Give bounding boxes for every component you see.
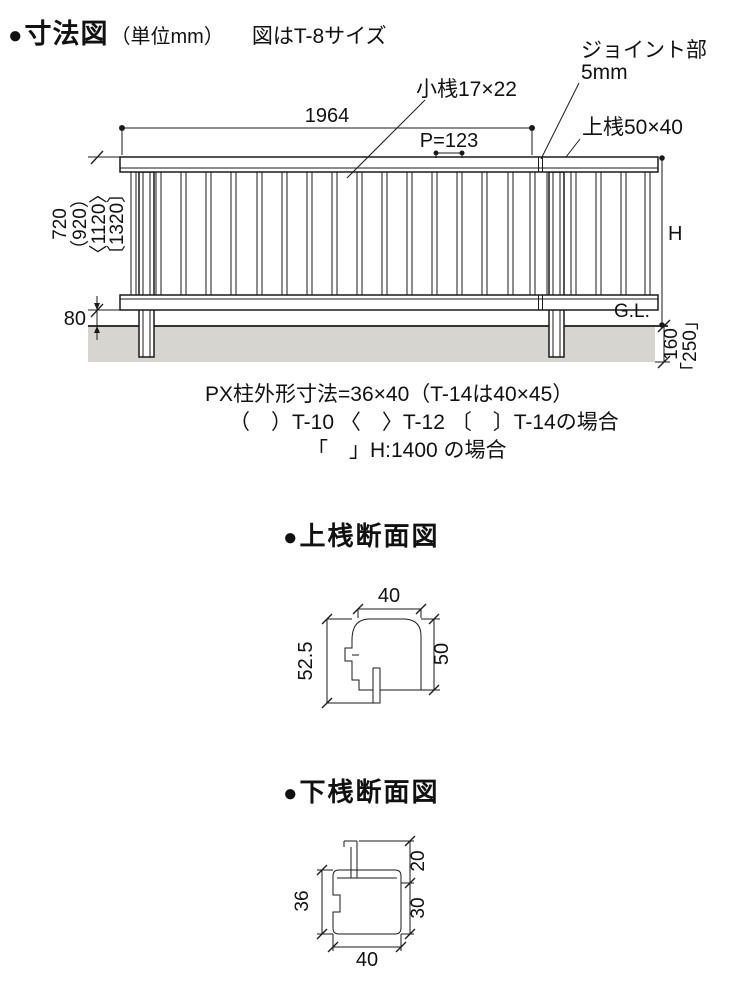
top-section-left-label: 52.5 — [295, 642, 317, 681]
bottom-section-width-label: 40 — [356, 949, 378, 971]
joint-leader-line — [540, 82, 580, 160]
top-section-right-dimension: 50 — [421, 613, 453, 696]
joint-label-line1: ジョイント部 — [581, 39, 707, 62]
slat-leader-line — [346, 99, 426, 179]
h-dimension: H — [659, 155, 682, 328]
page-title-text: 寸法図 — [24, 19, 109, 49]
ground-level-label: G.L. — [614, 301, 650, 322]
note-bracket-legend: （ ）T-10 〈 〉T-12 〔 〕T-14の場合 — [229, 411, 619, 434]
top-rail-section-heading: ● 上桟断面図 — [283, 516, 440, 553]
joint-label-line2: 5mm — [581, 61, 628, 84]
slat-label: 小桟17×22 — [416, 78, 517, 101]
h-symbol-label: H — [668, 223, 682, 245]
size-note: 図はT-8サイズ — [251, 25, 387, 48]
pitch-dimension: P=123 — [420, 130, 478, 158]
unit-note: （単位mm） — [110, 26, 224, 48]
top-rail-section-drawing: 40 52.5 50 — [295, 585, 453, 709]
height-dim-t10: （920） — [69, 189, 91, 259]
embed-dimension: 160 「250」 — [655, 311, 701, 381]
top-rail-leader-line — [565, 138, 581, 158]
bullet-icon: ● — [8, 22, 23, 49]
top-section-left-dimension: 52.5 — [295, 613, 373, 709]
width-dimension: 1964 — [119, 105, 535, 155]
bottom-rail-section-drawing: 20 30 36 40 — [292, 835, 429, 971]
top-rail-label: 上桟50×40 — [582, 116, 683, 139]
bottom-section-fin-dimension: 20 30 — [359, 835, 429, 940]
bottom-rail-section-title: 下桟断面図 — [299, 777, 440, 807]
top-section-right-label: 50 — [431, 643, 453, 665]
top-section-width-label: 40 — [378, 585, 400, 607]
bottom-section-fin-label: 20 — [408, 850, 429, 871]
embed-dim-label: 160 — [661, 328, 682, 360]
ground-fill — [88, 326, 655, 362]
top-section-width-dimension: 40 — [352, 585, 427, 618]
page-title: ● 寸法図 （単位mm） 図はT-8サイズ — [8, 12, 387, 51]
note-h1400: 「 」H:1400 の場合 — [307, 439, 507, 462]
height-dimensions: 720 （920） 〈1120〉 〔1320〕 — [50, 150, 128, 318]
height-dim-t14: 〔1320〕 — [106, 184, 128, 264]
joint-mark — [538, 157, 543, 310]
bottom-rail-section-heading: ● 下桟断面図 — [283, 772, 440, 809]
height-dim-t8: 720 — [50, 208, 71, 240]
bottom-rail-profile — [332, 869, 402, 935]
fence-elevation-drawing: 1964 P=123 小桟17×22 ジョイント部 5mm 上桟50×40 72… — [50, 39, 707, 381]
top-rail-profile — [344, 618, 422, 704]
bottom-gap-dimension: 80 — [64, 296, 100, 340]
post-left — [138, 171, 155, 358]
bullet-icon: ● — [283, 780, 298, 807]
bottom-rail — [119, 294, 659, 311]
note-px-post: PX柱外形寸法=36×40（T-14は40×45） — [205, 383, 574, 406]
post-right — [548, 171, 565, 358]
bottom-section-body-label: 30 — [408, 897, 429, 918]
height-dim-t12: 〈1120〉 — [88, 185, 110, 264]
bottom-gap-label: 80 — [64, 308, 86, 330]
top-rail-section-title: 上桟断面図 — [299, 521, 440, 551]
bottom-section-left-dimension: 36 — [292, 864, 333, 940]
fence-slats — [130, 170, 651, 296]
width-dim-label: 1964 — [305, 105, 350, 127]
bottom-rail-fin — [343, 840, 358, 870]
bullet-icon: ● — [283, 524, 298, 551]
bottom-section-left-label: 36 — [292, 890, 313, 911]
pitch-dim-label: P=123 — [420, 130, 478, 152]
embed-dim-alt-label: 「250」 — [679, 311, 701, 381]
bottom-section-width-dimension: 40 — [327, 934, 407, 971]
top-rail — [119, 156, 659, 173]
